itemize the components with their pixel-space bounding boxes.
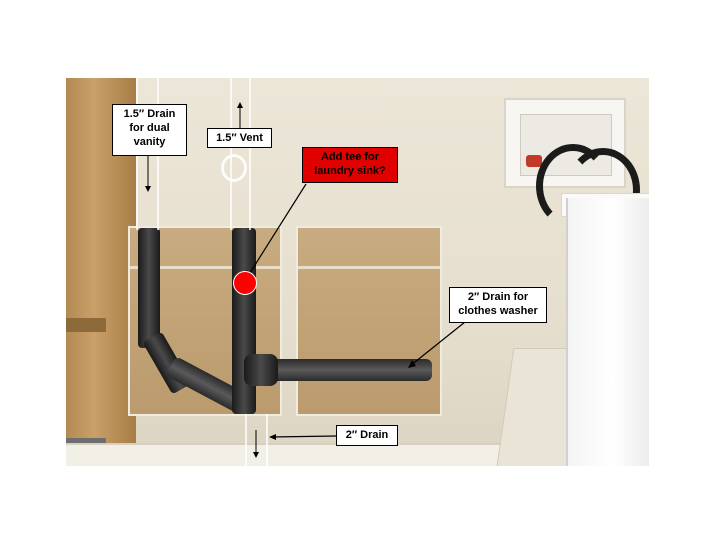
vanity-arrowhead	[145, 186, 151, 192]
laundry-sink	[566, 198, 649, 466]
wood-shelf	[66, 318, 106, 332]
washer-drain-pipe	[252, 359, 432, 381]
wall-cutout-right	[296, 226, 442, 416]
photo	[66, 78, 649, 466]
tee-marker	[233, 271, 257, 295]
pipe-ring	[221, 154, 247, 182]
hose	[566, 148, 640, 232]
water-valve	[526, 155, 542, 167]
cutout-stripe	[298, 266, 440, 269]
tee-arrow	[247, 183, 307, 277]
drain-main-arrowhead	[269, 434, 276, 440]
label-drain-washer: 2″ Drain for clothes washer	[449, 287, 547, 323]
washer-arrow	[409, 317, 471, 367]
hose	[536, 144, 610, 228]
vanity-drain-pipe	[138, 228, 160, 348]
vent-arrowhead	[237, 102, 243, 108]
label-vent: 1.5″ Vent	[207, 128, 272, 148]
drain-main-arrow	[270, 435, 337, 438]
tee-fitting	[244, 354, 278, 386]
washer-arrowhead	[408, 360, 416, 368]
label-add-tee: Add tee for laundry sink?	[302, 147, 398, 183]
label-drain-main: 2″ Drain	[336, 425, 398, 446]
drain-down-arrowhead	[253, 452, 259, 458]
cutout-stripe	[130, 266, 280, 269]
label-drain-dual-vanity: 1.5″ Drain for dual vanity	[112, 104, 187, 156]
